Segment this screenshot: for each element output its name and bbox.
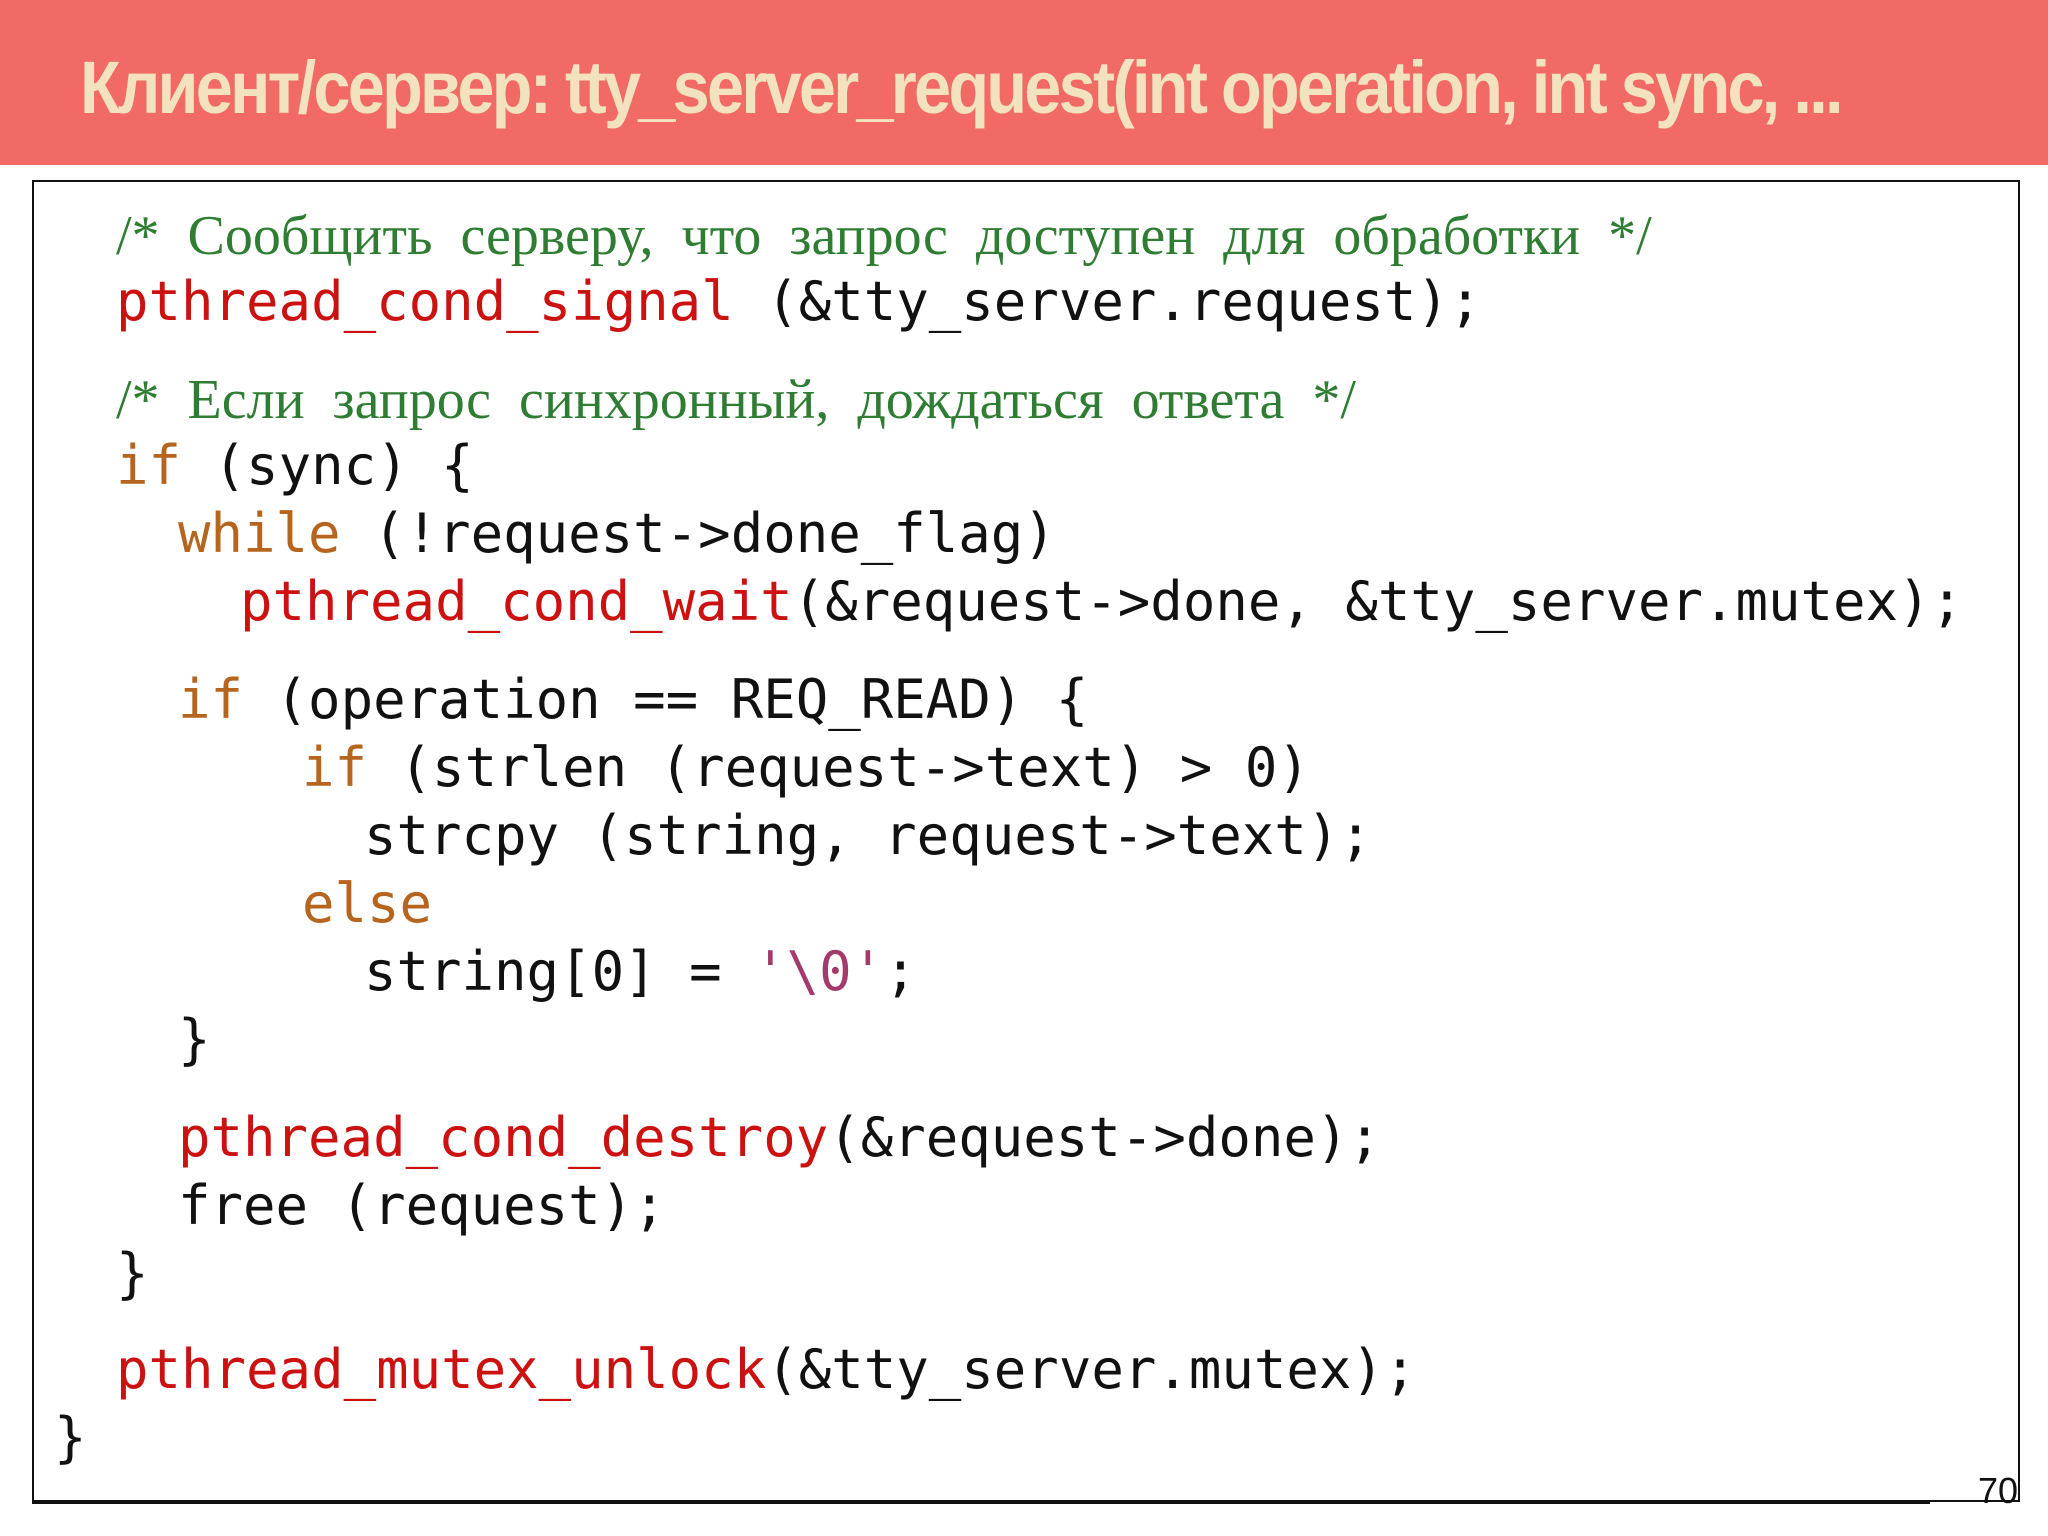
code-line-if-operation: if (operation == REQ_READ) {	[178, 666, 1088, 734]
code-line-close-brace: }	[54, 1406, 87, 1469]
slide-title: Клиент/сервер: tty_server_request(int op…	[80, 46, 1844, 129]
code-text: (&request->done, &tty_server.mutex);	[792, 570, 1964, 633]
code-line-else: else	[302, 870, 432, 938]
code-text: (sync) {	[181, 434, 474, 497]
keyword: if	[178, 668, 244, 731]
code-text: (&tty_server.mutex);	[766, 1338, 1417, 1401]
keyword: if	[302, 736, 368, 799]
page-number: 70	[1978, 1470, 2019, 1511]
code-text: (&tty_server.request);	[733, 270, 1482, 333]
keyword: if	[116, 434, 182, 497]
title-bar: Клиент/сервер: tty_server_request(int op…	[0, 0, 2048, 165]
code-text: ;	[884, 940, 917, 1003]
keyword: else	[302, 872, 433, 935]
code-line-cond-signal: pthread_cond_signal (&tty_server.request…	[116, 268, 1481, 336]
function-name: pthread_cond_destroy	[178, 1106, 829, 1169]
code-comment-notify: /* Сообщить серверу, что запрос доступен…	[116, 205, 1652, 267]
code-line-close-brace: }	[178, 1008, 211, 1071]
code-line-mutex-unlock: pthread_mutex_unlock(&tty_server.mutex);	[116, 1336, 1416, 1404]
keyword: while	[178, 502, 341, 565]
code-line-if-strlen: if (strlen (request->text) > 0)	[302, 734, 1310, 802]
code-line-strcpy: strcpy (string, request->text);	[364, 804, 1372, 867]
string-literal: '\0'	[754, 940, 885, 1003]
code-line-close-brace: }	[116, 1242, 149, 1305]
function-name: pthread_cond_wait	[240, 570, 793, 633]
code-line-if-sync: if (sync) {	[116, 432, 474, 500]
code-text: (!request->done_flag)	[340, 502, 1056, 565]
code-block: /* Сообщить серверу, что запрос доступен…	[32, 180, 2020, 1502]
code-line-cond-destroy: pthread_cond_destroy(&request->done);	[178, 1104, 1381, 1172]
code-text: (&request->done);	[828, 1106, 1381, 1169]
footer-divider	[32, 1502, 1930, 1504]
function-name: pthread_cond_signal	[116, 270, 734, 333]
code-line-cond-wait: pthread_cond_wait(&request->done, &tty_s…	[240, 568, 1963, 636]
code-text: (operation == REQ_READ) {	[243, 668, 1089, 731]
code-line-while: while (!request->done_flag)	[178, 500, 1056, 568]
code-line-string-reset: string[0] = '\0';	[364, 938, 917, 1006]
code-text: (strlen (request->text) > 0)	[367, 736, 1310, 799]
code-line-free: free (request);	[178, 1174, 666, 1237]
code-text: string[0] =	[364, 940, 755, 1003]
function-name: pthread_mutex_unlock	[116, 1338, 767, 1401]
code-comment-sync: /* Если запрос синхронный, дождаться отв…	[116, 369, 1356, 431]
